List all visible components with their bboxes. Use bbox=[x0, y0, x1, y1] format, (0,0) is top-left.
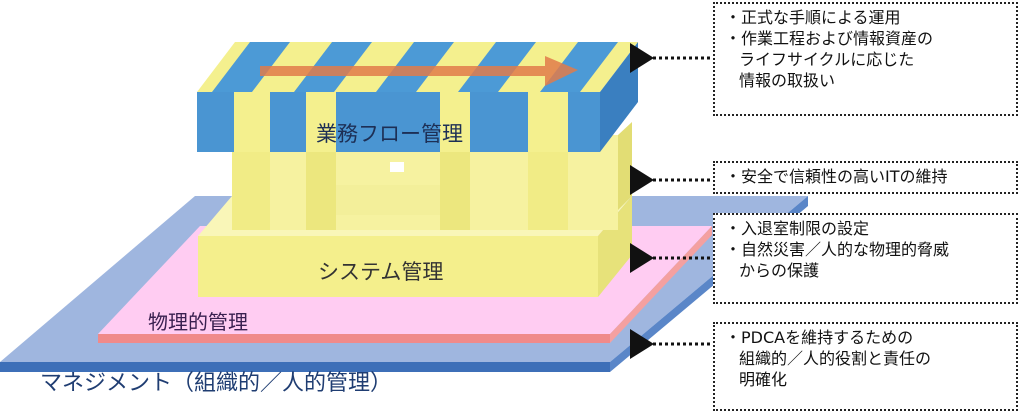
note-line: ・安全で信頼性の高いITの維持 bbox=[725, 167, 948, 186]
note-line: ・入退室制限の設定 bbox=[725, 219, 870, 238]
management-label: マネジメント（組織的／人的管理） bbox=[40, 371, 392, 396]
note-line: 組織的／人的役割と責任の bbox=[739, 349, 932, 368]
note-line: 情報の取扱い bbox=[739, 71, 836, 90]
note-line: ・作業工程および情報資産の bbox=[725, 29, 934, 48]
workflow-layer: 業務フロー管理 bbox=[197, 42, 638, 152]
workflow-label: 業務フロー管理 bbox=[316, 122, 463, 146]
note-workflow: ・正式な手順による運用 ・作業工程および情報資産の ライフサイクルに応じた 情報… bbox=[713, 2, 1018, 116]
note-line: からの保護 bbox=[739, 261, 820, 280]
physical-label: 物理的管理 bbox=[148, 310, 248, 334]
note-line: ・自然災害／人的な物理的脅威 bbox=[725, 240, 950, 259]
note-line: ・PDCAを維持するための bbox=[725, 328, 914, 347]
connector-arrows bbox=[630, 43, 710, 359]
note-physical: ・入退室制限の設定 ・自然災害／人的な物理的脅威 からの保護 bbox=[713, 213, 1018, 304]
note-line: ライフサイクルに応じた bbox=[739, 50, 915, 69]
note-line: ・正式な手順による運用 bbox=[725, 8, 901, 27]
note-management: ・PDCAを維持するための 組織的／人的役割と責任の 明確化 bbox=[713, 322, 1018, 411]
system-label: システム管理 bbox=[318, 260, 443, 284]
note-line: 明確化 bbox=[739, 370, 788, 389]
note-system: ・安全で信頼性の高いITの維持 bbox=[713, 161, 1018, 194]
